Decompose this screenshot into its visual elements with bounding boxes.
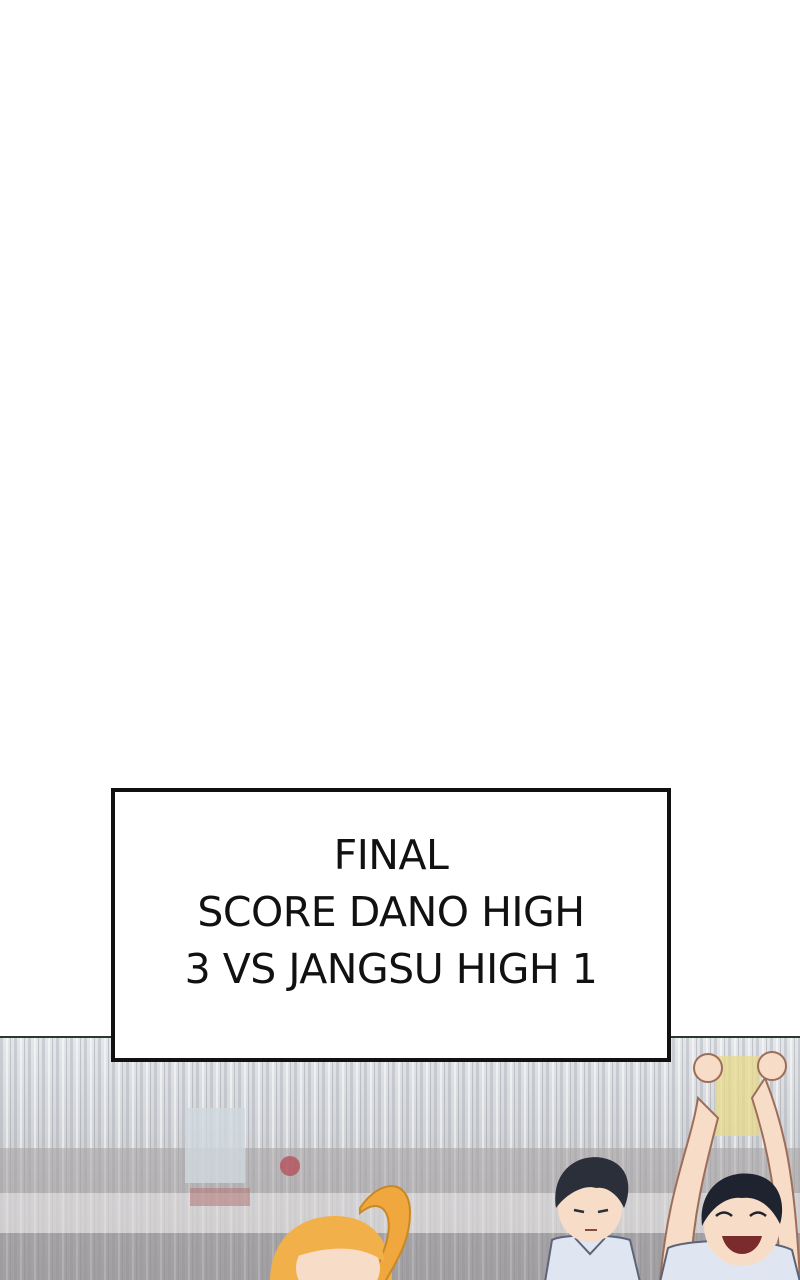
narration-caption-text: FINAL SCORE DANO HIGH 3 VS JANGSU HIGH 1 bbox=[185, 827, 598, 998]
blonde-girl-character bbox=[270, 1185, 412, 1280]
caption-line-jangsu-score: 3 VS JANGSU HIGH 1 bbox=[184, 944, 598, 993]
narration-caption-box: FINAL SCORE DANO HIGH 3 VS JANGSU HIGH 1 bbox=[111, 788, 671, 1062]
caption-line-dano-score: SCORE DANO HIGH bbox=[197, 887, 585, 936]
caption-line-final: FINAL bbox=[333, 830, 449, 879]
cheering-boy-character bbox=[659, 1051, 800, 1280]
stadium-backdrop bbox=[0, 1038, 800, 1280]
stadium-scene-illustration bbox=[0, 1036, 800, 1280]
dark-haired-boy-character bbox=[544, 1157, 641, 1280]
